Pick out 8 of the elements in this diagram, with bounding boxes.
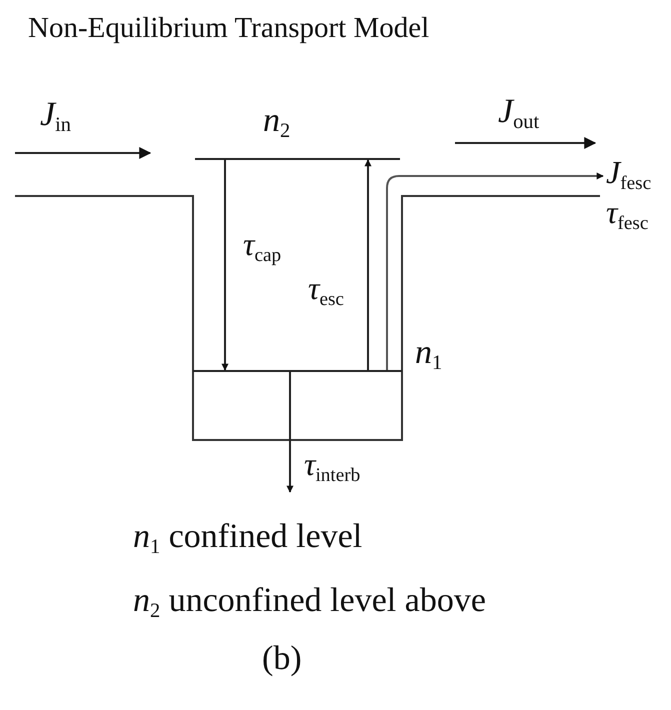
level-label: n$_{1}$: [415, 336, 442, 374]
level-label: n$_{2}$: [263, 104, 290, 142]
caption: (b): [262, 640, 302, 678]
arrow: [386, 172, 604, 370]
arrow: [222, 160, 228, 371]
arrow: [286, 372, 294, 493]
arrow: [364, 159, 372, 370]
diagram-title: Non-Equilibrium Transport Model: [28, 12, 430, 45]
